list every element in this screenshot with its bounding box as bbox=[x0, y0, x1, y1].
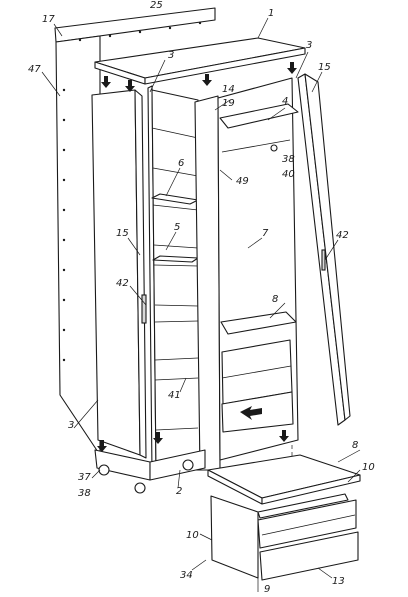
callout-37: 37 bbox=[78, 472, 91, 483]
callout-19: 19 bbox=[222, 98, 235, 109]
callout-42-left: 42 bbox=[116, 278, 129, 289]
callout-10-left: 10 bbox=[186, 530, 199, 541]
callout-labels: 1 25 17 47 3 3 15 14 19 4 38 40 49 6 5 7… bbox=[28, 0, 375, 595]
callout-9: 9 bbox=[264, 584, 270, 595]
callout-3-top: 3 bbox=[168, 50, 174, 61]
right-door-handle bbox=[321, 249, 326, 271]
middle-divider bbox=[194, 95, 221, 471]
left-section bbox=[151, 89, 201, 471]
callout-49: 49 bbox=[236, 176, 249, 187]
drawer-unit-top bbox=[207, 454, 361, 499]
callout-15-left: 15 bbox=[116, 228, 129, 239]
callout-3-right: 3 bbox=[306, 40, 312, 51]
callout-42-right: 42 bbox=[336, 230, 349, 241]
callout-17: 17 bbox=[42, 14, 55, 25]
back-panel bbox=[54, 7, 216, 456]
plinth bbox=[94, 449, 206, 494]
callout-3-bottom: 3 bbox=[68, 420, 74, 431]
drawer-unit-side bbox=[210, 495, 259, 579]
back-panel-nail-row bbox=[62, 21, 202, 362]
callout-8-bottom: 8 bbox=[352, 440, 358, 451]
shelf-8 bbox=[220, 311, 297, 335]
callout-40: 40 bbox=[282, 169, 295, 180]
drawer-insert-arrow bbox=[240, 406, 262, 420]
left-door bbox=[91, 89, 147, 459]
callout-1: 1 bbox=[268, 8, 274, 19]
callout-10-right: 10 bbox=[362, 462, 375, 473]
shelf-4 bbox=[219, 103, 299, 129]
callout-47: 47 bbox=[28, 64, 41, 75]
drawer-block bbox=[221, 339, 294, 433]
callout-6: 6 bbox=[178, 158, 184, 169]
leader-lines bbox=[41, 17, 361, 592]
callout-34: 34 bbox=[180, 570, 193, 581]
callout-5: 5 bbox=[174, 222, 180, 233]
callout-2: 2 bbox=[176, 486, 182, 497]
right-door bbox=[297, 73, 351, 426]
callout-15-right: 15 bbox=[318, 62, 331, 73]
left-door-handle bbox=[141, 294, 147, 324]
bottom-drawer-unit bbox=[207, 454, 361, 581]
callout-25: 25 bbox=[150, 0, 163, 11]
lower-drawer-13 bbox=[259, 531, 359, 581]
callout-4: 4 bbox=[282, 96, 288, 107]
callout-13: 13 bbox=[332, 576, 345, 587]
right-section bbox=[217, 77, 299, 461]
callout-38-top: 38 bbox=[282, 154, 295, 165]
hanger-rail bbox=[221, 139, 291, 153]
callout-41: 41 bbox=[168, 390, 181, 401]
foot-center bbox=[134, 482, 146, 494]
drawer-unit-back bbox=[257, 493, 349, 519]
upper-drawer bbox=[257, 499, 357, 549]
callout-7: 7 bbox=[262, 228, 269, 239]
foot-mid bbox=[182, 459, 194, 471]
assembly-arrows bbox=[97, 62, 297, 452]
callout-38-bottom: 38 bbox=[78, 488, 91, 499]
foot-left bbox=[98, 464, 110, 476]
callout-14: 14 bbox=[222, 84, 235, 95]
callout-8-right: 8 bbox=[272, 294, 278, 305]
